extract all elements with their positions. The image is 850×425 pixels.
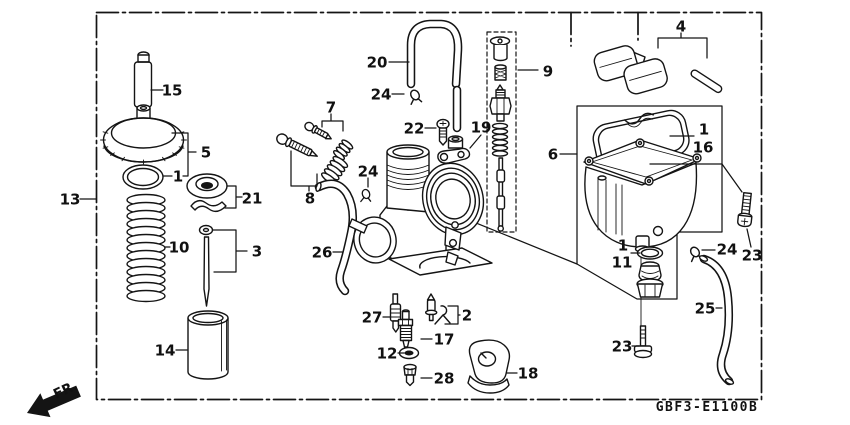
fr-direction-arrow: [27, 385, 81, 418]
part-label-24-top: 24: [371, 85, 392, 103]
part-label-27: 27: [362, 308, 383, 326]
part-float-valve-set-9: [489, 36, 512, 232]
part-jet-needle-3: [198, 224, 214, 307]
part-cap-18: [467, 339, 511, 394]
part-cap-o-ring-1: [122, 164, 164, 190]
part-label-8: 8: [305, 189, 315, 207]
part-label-7: 7: [326, 98, 336, 116]
diagram-code: GBF3-E1100B: [656, 400, 759, 415]
part-label-20: 20: [367, 53, 388, 71]
part-drain-tube-25: [698, 254, 735, 386]
part-label-11: 11: [612, 253, 633, 271]
part-label-5: 5: [201, 143, 211, 161]
part-label-13: 13: [60, 190, 81, 208]
part-label-23-bottom: 23: [612, 337, 633, 355]
part-main-jet-17: [397, 309, 414, 348]
part-label-16: 16: [693, 138, 714, 156]
float-valve-set-box: [486, 31, 517, 233]
part-needle-valve-2: [425, 293, 451, 325]
part-drain-plug-28: [403, 363, 417, 387]
part-label-1-gasket: 1: [699, 120, 709, 138]
part-label-17: 17: [434, 330, 455, 348]
part-air-vent-tube-20: [406, 19, 463, 133]
part-drain-plug-set-1-11: [636, 246, 664, 298]
part-label-12: 12: [377, 344, 398, 362]
part-washer-12: [398, 346, 420, 360]
part-bowl-screw-23-side: [737, 191, 753, 228]
part-label-1-cap: 1: [173, 167, 183, 185]
part-label-24-right: 24: [717, 240, 738, 258]
part-label-25: 25: [695, 299, 716, 317]
part-label-19: 19: [471, 118, 492, 136]
part-slow-jet-27: [389, 293, 402, 333]
part-setting-collar: [447, 135, 464, 149]
part-label-2: 2: [462, 306, 472, 324]
part-screw-22: [436, 118, 450, 146]
part-label-24-mid: 24: [358, 162, 379, 180]
diagram-border: [95, 11, 763, 401]
part-label-3: 3: [252, 242, 262, 260]
part-label-4: 4: [676, 17, 686, 35]
part-label-23-side: 23: [742, 246, 763, 264]
part-label-21: 21: [242, 189, 263, 207]
part-label-18: 18: [518, 364, 539, 382]
part-float-set-4: [593, 45, 723, 95]
fr-label: FR.: [51, 378, 80, 403]
part-tube-clip-24-mid: [360, 187, 372, 203]
part-air-vent-tube-15: [133, 51, 153, 108]
part-throttle-stop-screw-7: [304, 121, 354, 161]
part-drain-bolt-23-bottom: [633, 325, 653, 359]
part-label-26: 26: [312, 243, 333, 261]
part-throttle-spring-10: [126, 193, 166, 303]
section-divider-lines: [570, 11, 639, 47]
part-label-6: 6: [548, 145, 558, 163]
part-air-tube-26: [314, 179, 358, 296]
float-bowl-group-box: [576, 105, 723, 300]
part-float-bowl-6: [583, 138, 702, 253]
leader-lines: [79, 32, 752, 379]
part-label-15: 15: [162, 81, 183, 99]
part-tube-clip-24-top: [407, 87, 423, 105]
part-label-22: 22: [404, 119, 425, 137]
part-cable-stay-19: [437, 147, 471, 164]
part-label-14: 14: [155, 341, 176, 359]
part-seal-set-21: [186, 173, 228, 213]
part-label-1-drain: 1: [618, 236, 628, 254]
part-throttle-valve-14: [187, 310, 229, 380]
part-top-cap-5: [100, 104, 187, 165]
part-label-28: 28: [434, 369, 455, 387]
part-air-screw-set-8: [276, 133, 349, 185]
part-label-10: 10: [169, 238, 190, 256]
part-label-9: 9: [543, 62, 553, 80]
part-carburetor-body: [348, 144, 493, 276]
